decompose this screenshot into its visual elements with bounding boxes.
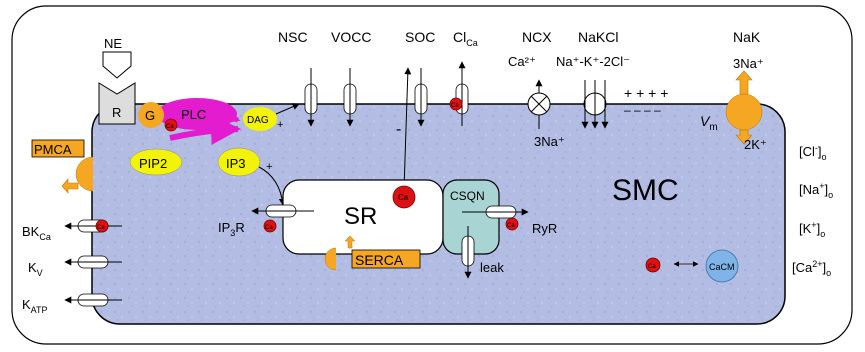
g-protein — [138, 102, 164, 128]
nsc-channel — [304, 68, 318, 127]
receptor-r-label: R — [112, 105, 121, 120]
nakcl-cotransporter — [581, 80, 609, 129]
leak-label: leak — [480, 260, 504, 275]
ip3-to-ip3r-arrow — [258, 166, 286, 206]
conc-k: [K+]o — [799, 220, 825, 239]
ncx-na-label: 3Na⁺ — [534, 134, 565, 149]
receptor-r — [98, 82, 136, 125]
nakcl-ions-label: Na⁺-K⁺-2Cl⁻ — [556, 54, 630, 69]
serca-pump — [324, 247, 337, 271]
sr-to-soc-signal — [403, 67, 412, 191]
ne-ligand-chevron — [102, 51, 132, 79]
katp-label: KATP — [22, 297, 48, 315]
bkca-label: BKCa — [22, 224, 51, 242]
dag-label: DAG — [247, 115, 269, 126]
conc-cl: [Cl-]o — [799, 143, 827, 162]
dag-plus: + — [277, 119, 283, 131]
kv-label: KV — [28, 260, 43, 278]
pmca-label: PMCA — [34, 142, 72, 157]
conc-na: [Na+]o — [799, 181, 833, 200]
nsc-label: NSC — [278, 29, 308, 45]
cacm-blob — [705, 249, 739, 283]
pmca-out-arrow — [61, 178, 79, 194]
ip3r-label: IP3R — [218, 220, 245, 238]
serca-label: SERCA — [355, 252, 404, 268]
dag-blob — [243, 107, 277, 131]
vocc-channel — [343, 68, 357, 127]
pmca-pump — [75, 156, 94, 192]
ne-label: NE — [104, 36, 122, 51]
bkca-channel: Ca — [64, 219, 122, 233]
ca-ion-g — [164, 118, 178, 132]
ncx-exchanger — [527, 79, 551, 129]
pmca-box — [31, 139, 85, 158]
ca-ion-free — [645, 257, 661, 273]
ca-ion-free-label: Ca — [648, 264, 656, 270]
svg-text:Ca: Ca — [451, 103, 459, 109]
pip2-blob — [129, 148, 183, 176]
csqn-label: CSQN — [450, 189, 485, 203]
pip2-to-ip3-arrow — [169, 114, 241, 145]
vm-label: Vm — [700, 113, 718, 133]
clca-channel: Ca — [449, 61, 469, 126]
membrane-minus-signs: – – – – — [624, 103, 661, 117]
katp-channel — [64, 293, 122, 307]
serca-in-arrow — [344, 235, 356, 249]
soc-channel — [414, 68, 428, 127]
svg-text:Ca: Ca — [97, 225, 105, 231]
cacm-label: CaCM — [709, 262, 735, 272]
clca-label: ClCa — [453, 29, 478, 48]
ip3r-channel: Ca — [251, 204, 314, 233]
ip3-plus: + — [266, 161, 272, 173]
plc-to-dag-arrow — [212, 101, 241, 125]
vocc-label: VOCC — [331, 29, 371, 45]
soc-minus: - — [396, 121, 401, 138]
kv-channel — [64, 255, 122, 269]
ncx-label: NCX — [522, 29, 552, 45]
outer-frame — [11, 5, 853, 345]
svg-text:Ca: Ca — [507, 223, 515, 229]
nak-k-label: 2K⁺ — [744, 137, 767, 152]
membrane-plus-signs: + + + + — [624, 85, 668, 101]
ncx-ca-label: Ca²⁺ — [508, 54, 536, 69]
pip2-label: PIP2 — [139, 156, 167, 171]
ryr-label: RyR — [532, 221, 557, 236]
conc-ca: [Ca2+]o — [792, 259, 831, 278]
dag-to-nsc-arrow — [275, 103, 300, 115]
serca-box — [351, 249, 421, 269]
soc-label: SOC — [405, 29, 435, 45]
plc-label: PLC — [181, 107, 206, 122]
ip3-blob — [217, 147, 261, 177]
nak-na-label: 3Na⁺ — [733, 56, 764, 71]
leak-channel — [461, 226, 475, 279]
ca-ion-sr — [392, 185, 416, 209]
ca-ion-sr-label: Ca — [398, 193, 409, 202]
nak-label: NaK — [733, 29, 761, 45]
ip3-label: IP3 — [226, 156, 246, 171]
sr-label: SR — [344, 203, 377, 230]
svg-text:Ca: Ca — [265, 225, 273, 231]
g-protein-label: G — [145, 108, 155, 123]
ca-ion-g-label: Ca — [166, 124, 174, 130]
ryr-channel: Ca — [462, 205, 529, 231]
nak-pump — [725, 70, 763, 145]
nakcl-label: NaKCl — [578, 29, 618, 45]
smc-label: SMC — [612, 174, 679, 207]
